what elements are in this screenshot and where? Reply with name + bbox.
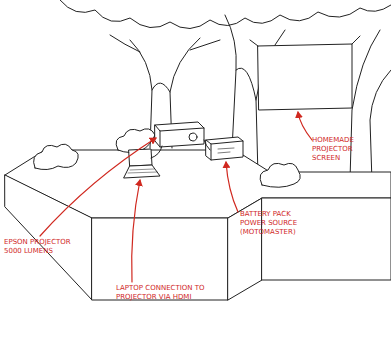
tree-trunk: [225, 15, 391, 182]
projector: [155, 122, 204, 147]
laptop-keyboard: [124, 165, 160, 178]
leader-arrow: [298, 112, 312, 140]
laptop-keys: [128, 169, 157, 173]
callout-label: LAPTOP CONNECTION TO PROJECTOR VIA HDMI: [116, 284, 208, 302]
power-cable: [204, 140, 210, 150]
tree-canopy: [60, 0, 391, 29]
ledge-face: [5, 175, 92, 300]
bush: [34, 144, 79, 169]
tree-trunk: [110, 35, 220, 148]
leader-arrow: [132, 180, 140, 282]
bush: [260, 163, 300, 187]
projector-screen: [258, 44, 352, 110]
hdmi-cable: [151, 146, 162, 158]
battery-edge: [206, 140, 243, 160]
laptop-screen: [129, 149, 152, 166]
callout-label: BATTERY PACK POWER SOURCE (MOTOMASTER): [240, 210, 308, 237]
leader-arrow: [226, 162, 238, 212]
callout-label: HOMEMADE PROJECTOR SCREEN: [312, 136, 366, 163]
callout-label: EPSON PROJECTOR 5000 LUMENS: [4, 238, 88, 256]
projector-edge: [155, 125, 204, 147]
battery-marking: [218, 148, 234, 153]
projector-lens: [189, 133, 197, 141]
screen-tie: [250, 36, 360, 46]
battery-pack: [206, 137, 243, 160]
